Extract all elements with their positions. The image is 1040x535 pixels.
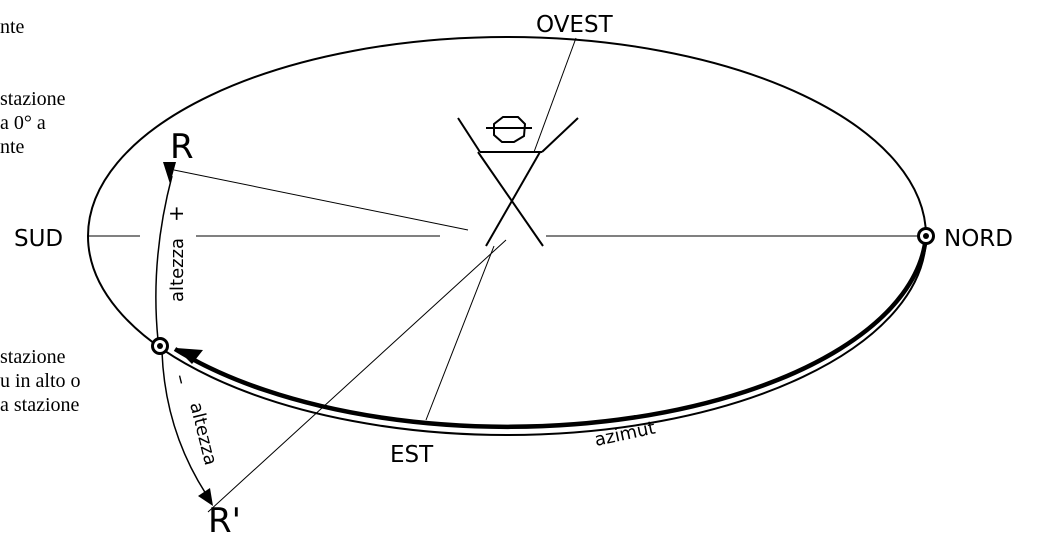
altitude-origin-point-icon	[151, 337, 169, 355]
side-text-line-1: nte	[0, 16, 25, 38]
label-point-r: R	[170, 127, 194, 167]
altitude-negative-arc	[161, 351, 207, 495]
label-east: EST	[390, 442, 434, 468]
label-point-r-prime: R'	[208, 501, 241, 535]
altitude-negative-arrowhead	[198, 488, 213, 506]
line-r-prime-to-center	[207, 239, 507, 513]
label-south: SUD	[14, 226, 63, 252]
side-text-line-4: nte	[0, 136, 25, 158]
side-text-line-6: u in alto o	[0, 370, 81, 392]
east-leader-line	[425, 245, 495, 421]
line-r-to-center	[173, 169, 469, 231]
altitude-positive-arrowhead	[163, 162, 176, 184]
side-text-line-5: stazione	[0, 346, 66, 368]
altitude-positive-arc	[155, 175, 173, 341]
label-west: OVEST	[536, 12, 614, 38]
side-text-line-2: stazione	[0, 88, 66, 110]
azimuth-arrowhead	[176, 348, 203, 364]
side-text-line-7: a stazione	[0, 394, 80, 416]
side-text-line-3: a 0° a	[0, 112, 46, 134]
azimuth-arc	[173, 235, 929, 430]
label-minus-sign: –	[169, 371, 195, 387]
label-altitude-lower: altezza	[185, 400, 221, 467]
label-altitude-upper: altezza	[167, 238, 188, 302]
observer-figure-icon	[457, 116, 579, 247]
north-point-icon	[917, 227, 935, 245]
west-leader-line	[533, 37, 577, 153]
label-plus-sign: +	[164, 205, 188, 222]
label-north: NORD	[944, 226, 1013, 252]
